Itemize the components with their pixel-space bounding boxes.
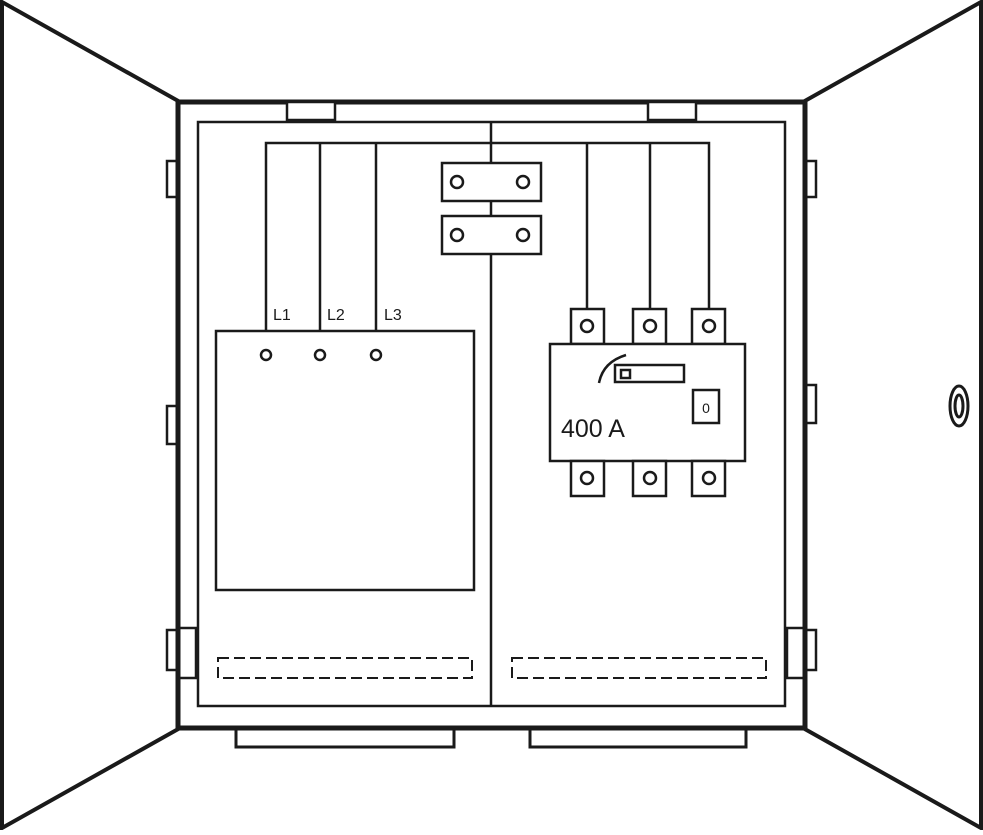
meter-terminals (259, 348, 383, 362)
meter-box (214, 329, 476, 592)
off-indicator: 0 (691, 388, 721, 425)
label-l1: L1 (273, 307, 291, 324)
breaker-handle-arc (597, 353, 627, 384)
busbar-links (440, 161, 543, 256)
door-handle-icon[interactable] (948, 384, 970, 428)
enclosure-outer-frame (175, 99, 808, 731)
left-cable-duct (217, 657, 473, 679)
breaker-toggle-handle[interactable] (613, 363, 686, 384)
right-cable-duct (511, 657, 767, 679)
breaker-top-terminals (569, 307, 727, 346)
label-l2: L2 (327, 307, 345, 324)
off-indicator-label: 0 (702, 400, 710, 416)
left-door[interactable] (0, 0, 181, 832)
bottom-feet (234, 726, 748, 749)
left-wiring (264, 141, 491, 347)
right-door[interactable] (802, 0, 983, 832)
top-clips (285, 100, 698, 122)
right-hinges (785, 159, 818, 680)
breaker-rating-label: 400 A (561, 415, 625, 443)
label-l3: L3 (384, 307, 402, 324)
right-wiring (491, 141, 711, 310)
left-hinges (165, 159, 198, 680)
breaker-bottom-terminals (569, 459, 727, 498)
